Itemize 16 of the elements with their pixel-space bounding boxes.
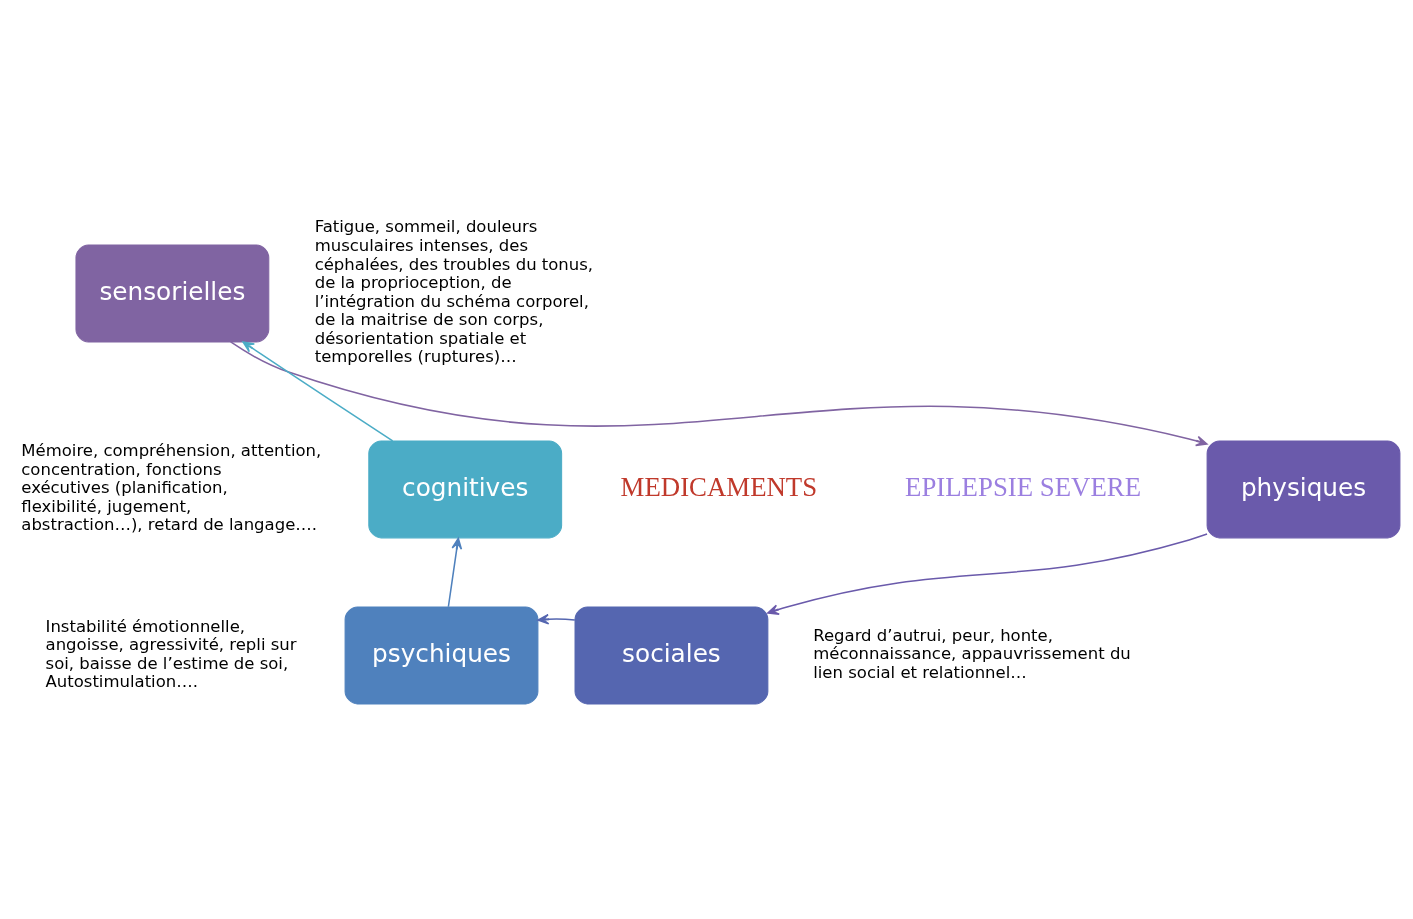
label: MEDICAMENTS (620, 471, 818, 502)
label: EPILEPSIE SEVERE (905, 471, 1142, 502)
node-label: Regard d’autrui, peur, honte, méconnaissance, appauvrissement du lien social et relationnel… (813, 625, 1131, 682)
node-box: sensorielles (75, 244, 270, 343)
node-label: Instabilité émotionnelle, angoisse, agressivité, repli sur soi, baisse de l’estime de soi, Autostimulation…. (45, 616, 297, 692)
node-box: physiques (1206, 440, 1401, 539)
node-label: Mémoire, compréhension, attention, concentration, fonctions exécutives (planification, flexibilité, jugement, abstraction…), retard de langage…. (21, 441, 322, 535)
node-box: sociales (574, 606, 769, 705)
arrow (229, 341, 1208, 447)
node-box: cognitives (368, 440, 563, 539)
arrow (537, 613, 576, 625)
arrow (447, 537, 463, 608)
node-box: psychiques (344, 606, 539, 705)
arrow (767, 533, 1208, 615)
arrow (242, 341, 394, 442)
node-label: Fatigue, sommeil, douleurs musculaires intenses, des céphalées, des troubles du tonus, de la proprioception, de l’intégration du schéma corporel, de la maitrise de son corps, désorientation spatiale et temporelles (ruptures)… (314, 217, 594, 367)
